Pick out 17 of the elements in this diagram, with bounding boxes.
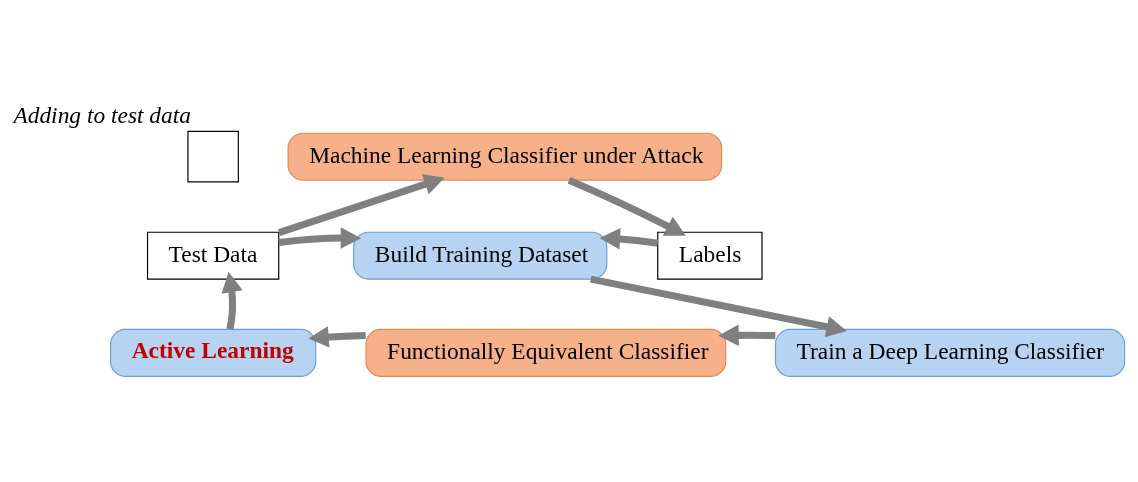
- arrow: [221, 271, 243, 331]
- node-box: Labels: [657, 231, 763, 280]
- node-box: Test Data: [146, 231, 280, 280]
- arrow: [599, 228, 659, 250]
- arrow: [278, 227, 362, 249]
- node-box: Build Training Dataset: [353, 231, 608, 280]
- node-box: Train a Deep Learning Classifier: [774, 328, 1126, 377]
- node-box: Active Learning: [110, 328, 317, 377]
- node-box: Machine Learning Classifier under Attack: [287, 132, 723, 181]
- node-label: Adding to test data: [13, 102, 191, 129]
- arrow: [718, 324, 776, 347]
- node-box: [187, 130, 239, 183]
- arrow: [278, 173, 445, 236]
- node-box: Functionally Equivalent Classifier: [365, 328, 727, 377]
- arrow: [567, 177, 686, 236]
- arrow: [590, 275, 847, 338]
- arrow: [308, 326, 366, 348]
